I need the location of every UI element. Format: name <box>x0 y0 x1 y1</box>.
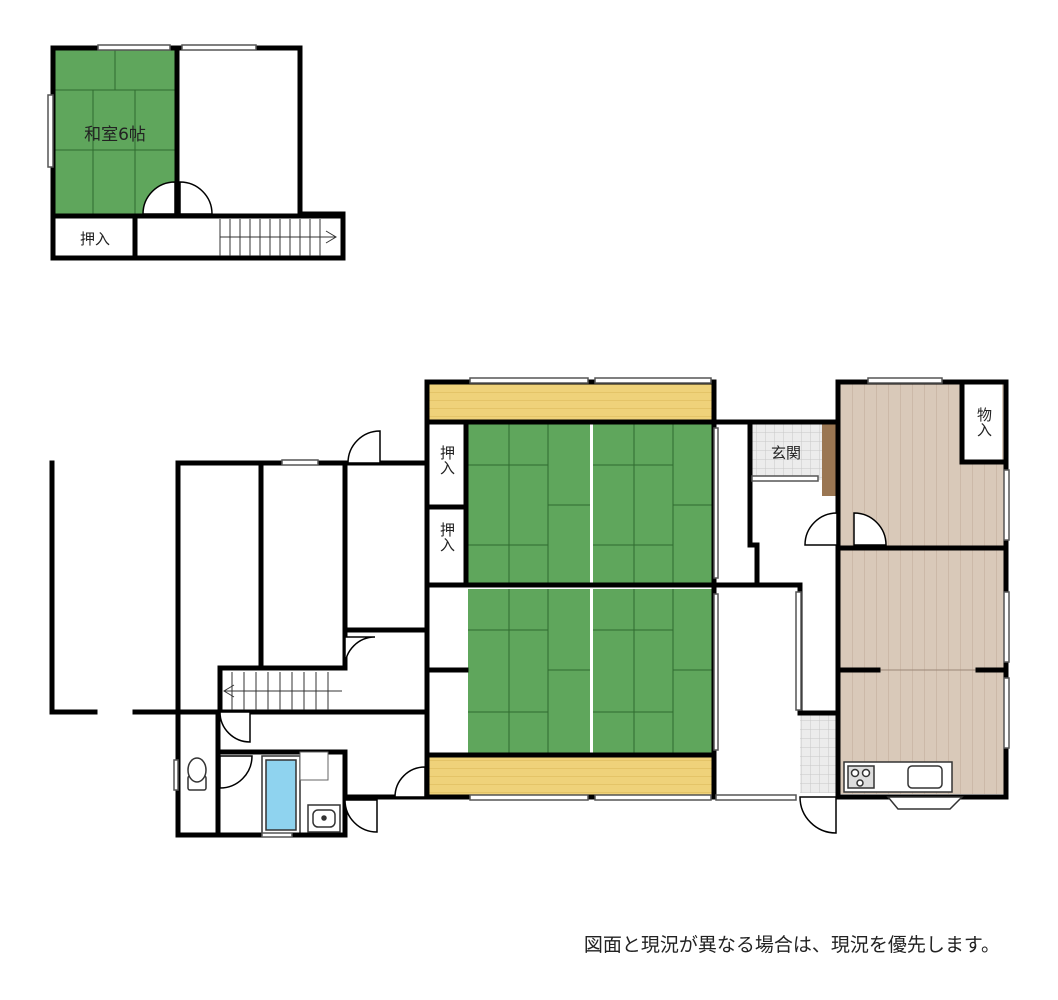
oshiire-top-label: 押入 <box>438 445 456 475</box>
disclaimer-note: 図面と現況が異なる場合は、現況を優先します。 <box>583 934 1000 956</box>
wash-basin <box>307 804 341 833</box>
upper-walls <box>50 45 346 261</box>
oshiire-mid-label: 押入 <box>438 522 456 552</box>
monoire-label: 物入 <box>975 407 993 437</box>
bathtub <box>265 759 297 831</box>
tatami-rooms <box>468 424 713 753</box>
upper-windows <box>47 44 257 168</box>
engawa-bottom <box>427 757 714 795</box>
genkan-label: 玄関 <box>771 444 801 462</box>
upper-stairs <box>219 219 337 256</box>
engawa-top <box>427 382 714 422</box>
lower-doors <box>219 430 887 834</box>
lower-stairs <box>223 672 342 710</box>
shoe-cabinet <box>822 424 836 496</box>
lower-floor: 押入 押入 玄関 物入 <box>49 377 1010 838</box>
genkan-tile <box>752 424 822 480</box>
toilet <box>187 757 207 791</box>
upper-washitsu-label: 和室6帖 <box>84 125 146 145</box>
lower-windows <box>173 377 1010 838</box>
upper-floor: 和室6帖 押入 <box>47 44 346 261</box>
utility-tile <box>800 713 837 793</box>
upper-oshiire-label: 押入 <box>80 230 110 248</box>
upper-tatami-lines <box>53 50 177 214</box>
kitchen-counter <box>843 761 964 810</box>
upper-doors <box>142 181 213 215</box>
